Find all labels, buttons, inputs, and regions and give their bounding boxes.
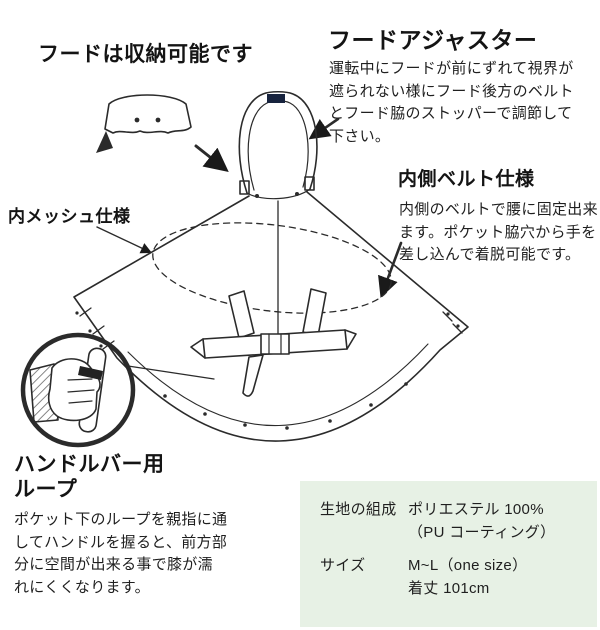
- spec-value-fabric: ポリエステル 100% （PU コーティング）: [408, 501, 556, 541]
- handlebar-loop-title: ハンドルバー用 ループ: [14, 453, 165, 502]
- inner-belt-title: 内側ベルト仕様: [398, 169, 535, 190]
- inner-mesh-title: 内メッシュ仕様: [8, 207, 131, 226]
- spec-row-size: サイズ M~L（one size） 着丈 101cm: [320, 555, 585, 600]
- hanging-strap: [242, 354, 264, 397]
- hood-adjuster-title: フードアジャスター: [328, 27, 538, 53]
- hood-illustration: [238, 90, 318, 200]
- leader-handlebar-loop-icon: [127, 365, 215, 380]
- folded-hood-icon: [96, 94, 192, 153]
- leader-inner-mesh-icon: [96, 226, 153, 254]
- spec-value-size: M~L（one size） 着丈 101cm: [408, 557, 528, 597]
- handlebar-grip-detail: [20, 332, 136, 448]
- inner-belt-description: 内側のベルトで腰に固定出来ます。ポケット脇穴から手を差し込んで着脱可能です。: [399, 201, 598, 263]
- belt-buckle: [260, 333, 290, 355]
- thumb-loop: [78, 366, 103, 380]
- waist-belt-illustration: [190, 329, 357, 397]
- inner-mesh-dashed-outline: [152, 222, 392, 314]
- arrow-hood-storage-icon: [194, 144, 229, 172]
- spec-label-fabric: 生地の組成: [320, 501, 397, 518]
- spec-row-fabric: 生地の組成 ポリエステル 100% （PU コーティング）: [320, 499, 585, 544]
- spec-label-size: サイズ: [320, 557, 366, 574]
- hood-adjuster-patch: [267, 94, 285, 103]
- handlebar-loop-description: ポケット下のループを親指に通してハンドルを握ると、前方部分に空間が出来る事で膝が…: [14, 511, 228, 596]
- spec-box: 生地の組成 ポリエステル 100% （PU コーティング） サイズ M~L（on…: [300, 481, 597, 627]
- hood-storage-title: フードは収納可能です: [38, 43, 253, 66]
- hood-adjuster-description: 運転中にフードが前にずれて視界が遮られない様にフード後方のベルトとフード脇のスト…: [329, 60, 574, 145]
